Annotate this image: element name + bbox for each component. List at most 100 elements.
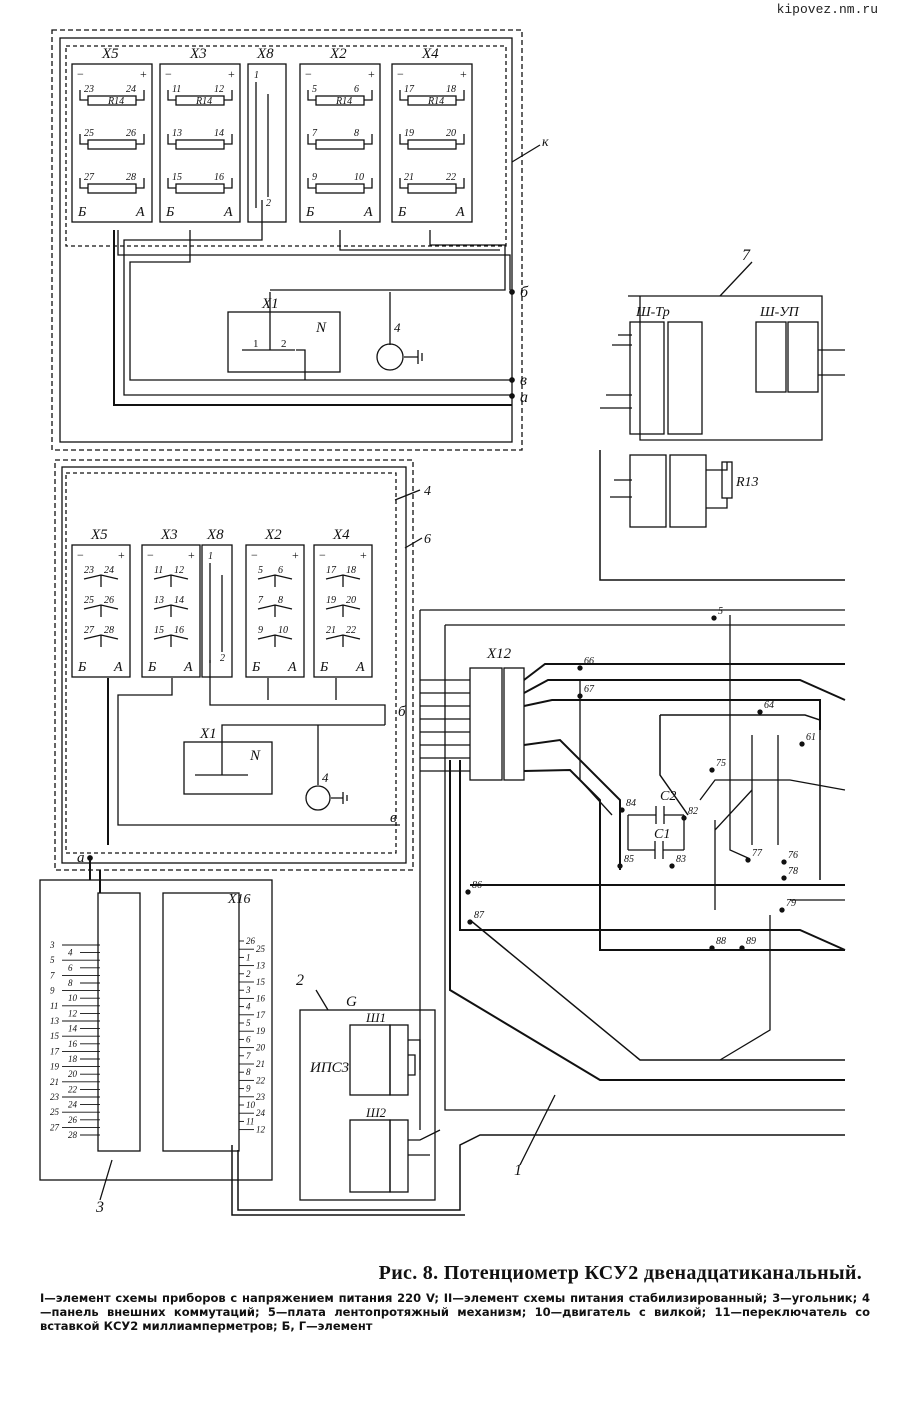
top-resistor-lead bbox=[79, 134, 145, 145]
mid-pin-label: 23 bbox=[84, 565, 94, 576]
mid-inner-frame bbox=[61, 466, 407, 864]
top-connector-x8 bbox=[247, 63, 287, 223]
x16-left-pin: 26 bbox=[68, 1115, 78, 1125]
top-connector-label: X3 bbox=[189, 46, 207, 62]
node-dot bbox=[757, 709, 763, 715]
top-pin-label: 18 bbox=[446, 84, 456, 95]
angle-frame bbox=[39, 879, 273, 1181]
angle-leader-3 bbox=[99, 1159, 113, 1201]
node-label: 82 bbox=[688, 806, 698, 817]
top-pin-label: 11 bbox=[172, 84, 181, 95]
mid-connector-label: X4 bbox=[332, 527, 350, 543]
mid-minus-label: − bbox=[251, 548, 258, 562]
x16-right-pin: 4 bbox=[246, 1002, 251, 1012]
x12-wire-66 bbox=[523, 663, 845, 681]
mid-pin-label: 28 bbox=[104, 625, 114, 636]
top-wire-3 bbox=[123, 200, 512, 396]
top-side-a: А bbox=[135, 205, 145, 220]
top-pin-label: 22 bbox=[446, 172, 456, 183]
x12-wire-64 bbox=[523, 699, 821, 730]
top-pin-label: 21 bbox=[404, 172, 414, 183]
top-label-k: к bbox=[542, 135, 549, 150]
x16-strip-left bbox=[97, 892, 141, 1152]
node-label: 79 bbox=[786, 898, 796, 909]
mid-pin-link bbox=[83, 574, 119, 587]
bottom-wire-long2 bbox=[231, 1145, 465, 1216]
x16-left-pin: 25 bbox=[50, 1107, 60, 1117]
sh-tr-connector-b bbox=[667, 321, 703, 435]
supply-label-g: G bbox=[346, 994, 357, 1010]
x16-right-pin: 23 bbox=[256, 1092, 266, 1102]
mid-side-b: Б bbox=[319, 660, 328, 675]
node-dot bbox=[617, 863, 623, 869]
top-pin-label: 5 bbox=[312, 84, 317, 95]
x12-wire-d bbox=[449, 760, 845, 1081]
x16-label: X16 bbox=[227, 892, 251, 907]
mid-connector-x4 bbox=[313, 544, 373, 678]
mid-label-a: а bbox=[77, 850, 85, 866]
x16-right-pin: 3 bbox=[245, 985, 251, 995]
main-frame-i bbox=[419, 609, 845, 1130]
node-dot bbox=[577, 693, 583, 699]
top-pin-label: 28 bbox=[126, 172, 136, 183]
top-resistor bbox=[87, 139, 137, 150]
mid-pin-label: 13 bbox=[154, 595, 164, 606]
top-plus-label: + bbox=[460, 67, 467, 81]
mid-pin-label: 18 bbox=[346, 565, 356, 576]
mid-pin-link bbox=[153, 574, 189, 587]
mid-label-b: б bbox=[398, 704, 406, 720]
mid-pin-label: 27 bbox=[84, 625, 95, 636]
top-pin-label: 8 bbox=[354, 128, 359, 139]
top-resistor bbox=[315, 139, 365, 150]
mid-pin-label: 8 bbox=[278, 595, 283, 606]
top-terminal-v bbox=[509, 377, 515, 383]
sh2-wires bbox=[408, 1129, 441, 1156]
x16-right-pin: 15 bbox=[256, 977, 266, 987]
supply-frame bbox=[299, 1009, 436, 1201]
mid-pin-label: 2 bbox=[220, 653, 225, 664]
x12-wire-67 bbox=[523, 679, 846, 701]
mid-pin-link bbox=[83, 634, 119, 647]
node-dot bbox=[619, 807, 625, 813]
top-plus-label: + bbox=[368, 67, 375, 81]
top-pin-label: 27 bbox=[84, 172, 95, 183]
mid-x1-label: X1 bbox=[199, 726, 217, 742]
sh2-connector-a bbox=[349, 1119, 391, 1193]
mid-plus-label: + bbox=[360, 548, 367, 562]
top-ground-circle bbox=[376, 343, 404, 371]
mid-connector-x3 bbox=[141, 544, 201, 678]
top-pin-label: 23 bbox=[84, 84, 94, 95]
sh-tr-label: Ш-Тр bbox=[635, 305, 670, 320]
x16-right-pin: 5 bbox=[246, 1018, 251, 1028]
mid-plus-label: + bbox=[292, 548, 299, 562]
mid-connector-label: X5 bbox=[90, 527, 108, 543]
mid-pin-link bbox=[325, 634, 361, 647]
top-inner-frame bbox=[59, 37, 513, 443]
top-r14-label: R14 bbox=[195, 96, 212, 107]
supply-label-2: 2 bbox=[296, 972, 304, 989]
angle-in-wires bbox=[89, 858, 101, 893]
x12-wire-e bbox=[469, 919, 845, 1061]
node-label: 77 bbox=[752, 848, 763, 859]
top-connector-label: X4 bbox=[421, 46, 439, 62]
top-resistor bbox=[87, 183, 137, 194]
x16-right-pin: 24 bbox=[256, 1108, 266, 1118]
mid-minus-label: − bbox=[319, 548, 326, 562]
node-dot bbox=[779, 907, 785, 913]
mid-pin-label: 14 bbox=[174, 595, 184, 606]
top-connector-x2 bbox=[299, 63, 381, 223]
top-connector-frame bbox=[65, 45, 507, 247]
top-connector-x3 bbox=[159, 63, 241, 223]
x12-strip-b bbox=[503, 667, 525, 781]
x16-left-pin: 27 bbox=[50, 1122, 60, 1132]
mid-n-label: N bbox=[249, 748, 261, 764]
mid-pin-label: 9 bbox=[258, 625, 263, 636]
x16-strip-right bbox=[162, 892, 240, 1152]
top-resistor-lead bbox=[399, 134, 465, 145]
r13-in-wires bbox=[610, 479, 632, 498]
top-x8-wire bbox=[255, 82, 269, 208]
wire-75 bbox=[699, 779, 846, 801]
top-pin-label: 10 bbox=[354, 172, 364, 183]
x16-right-pin: 22 bbox=[256, 1075, 266, 1085]
